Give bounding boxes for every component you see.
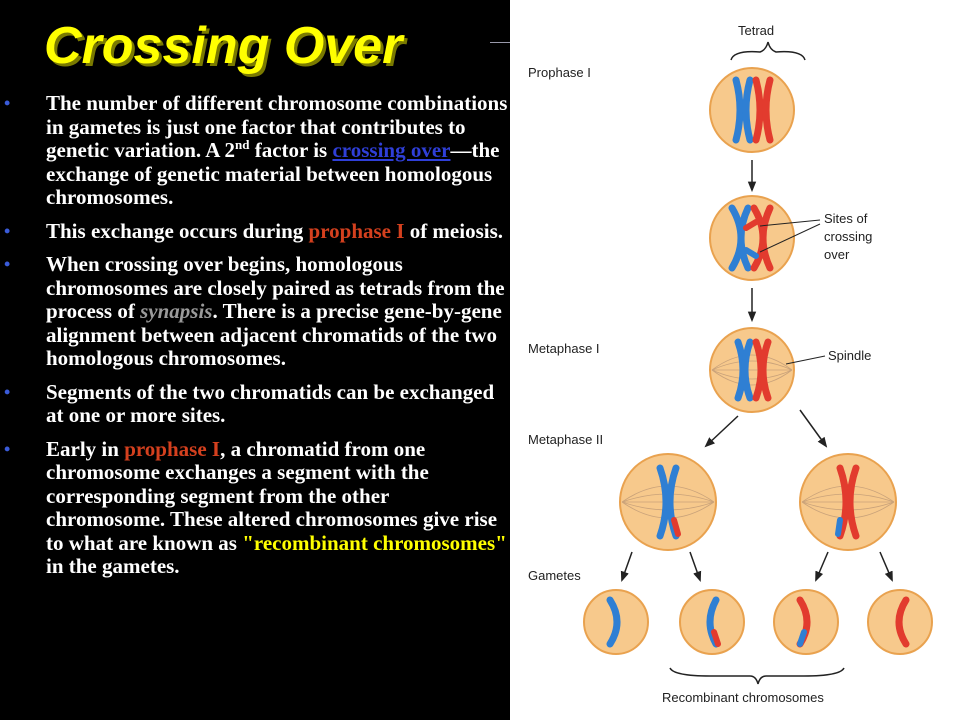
cell-metaphase-2-right xyxy=(799,453,897,551)
arrow-5 xyxy=(620,551,633,582)
gamete-3 xyxy=(773,589,839,655)
bullet-5-highlight-2: "recombinant chromosomes" xyxy=(242,530,507,555)
bullet-1: • The number of different chromosome com… xyxy=(0,91,508,210)
bullet-5-highlight: prophase I xyxy=(124,436,221,461)
label-prophase: Prophase I xyxy=(528,65,591,80)
gamete-4 xyxy=(867,589,933,655)
label-recombinant: Recombinant chromosomes xyxy=(662,690,824,705)
bullet-3: • When crossing over begins, homologous … xyxy=(0,252,508,371)
arrow-6 xyxy=(689,551,702,582)
meiosis-diagram: Tetrad Prophase I Sites of crossing over… xyxy=(528,23,933,705)
bullet-3-highlight: synapsis xyxy=(140,299,213,323)
bullet-marker: • xyxy=(4,381,11,402)
crossing-over-link[interactable]: crossing over xyxy=(332,138,451,162)
label-spindle: Spindle xyxy=(828,348,871,363)
cell-prophase xyxy=(709,67,795,153)
gamete-2 xyxy=(679,589,745,655)
recombinant-bracket xyxy=(669,667,845,685)
arrow-4 xyxy=(799,409,828,448)
label-sites-3: over xyxy=(824,247,850,262)
label-sites-2: crossing xyxy=(824,229,872,244)
bullet-marker: • xyxy=(4,220,11,241)
bullet-4-text: Segments of the two chromatids can be ex… xyxy=(46,379,495,427)
label-metaphase-2: Metaphase II xyxy=(528,432,603,447)
cell-metaphase-2-left xyxy=(619,453,717,551)
label-tetrad: Tetrad xyxy=(738,23,774,38)
pointer-sites-a xyxy=(759,219,821,227)
bullet-2-highlight: prophase I xyxy=(308,218,405,243)
arrow-7 xyxy=(815,551,829,582)
bullet-marker: • xyxy=(4,438,11,459)
bullet-3-text-b: . There is a precise gene-by-gene alignm… xyxy=(46,299,502,370)
cell-crossing-over xyxy=(709,195,795,281)
bullet-5-text-c: in the gametes. xyxy=(46,554,180,578)
arrow-8 xyxy=(879,551,893,582)
bullet-3-text-a: When crossing over begins, homologous ch… xyxy=(46,252,505,323)
bullet-list: • The number of different chromosome com… xyxy=(0,91,508,589)
bullet-2-text-a: This exchange occurs during xyxy=(46,218,309,243)
title-rule xyxy=(490,42,510,43)
bullet-2: • This exchange occurs during prophase I… xyxy=(0,218,508,244)
tetrad-bracket xyxy=(730,41,806,61)
label-sites-1: Sites of xyxy=(824,211,868,226)
bullet-5-text-b: , a chromatid from one chromosome exchan… xyxy=(46,436,498,555)
bullet-marker: • xyxy=(4,93,11,113)
diagram-panel: Tetrad Prophase I Sites of crossing over… xyxy=(510,0,960,720)
arrow-3 xyxy=(704,415,739,448)
bullet-4: • Segments of the two chromatids can be … xyxy=(0,379,508,428)
pointer-sites-b xyxy=(759,223,821,253)
label-gametes: Gametes xyxy=(528,568,581,583)
bullet-5: • Early in prophase I, a chromatid from … xyxy=(0,436,508,579)
bullet-5-text-a: Early in xyxy=(46,436,125,461)
slide-title: Crossing Over xyxy=(44,17,403,75)
gamete-1 xyxy=(583,589,649,655)
bullet-marker: • xyxy=(4,254,11,274)
bullet-2-text-b: of meiosis. xyxy=(404,218,504,243)
bullet-1-text-a: The number of different chromosome combi… xyxy=(46,91,508,162)
bullet-1-text-c: —the exchange of genetic material betwee… xyxy=(46,138,500,209)
bullet-1-sup: nd xyxy=(234,137,250,152)
pointer-spindle xyxy=(785,355,826,365)
bullet-1-text-b: factor is xyxy=(249,138,333,162)
cell-metaphase-1 xyxy=(709,327,795,413)
text-panel: Crossing Over • The number of different … xyxy=(0,17,510,589)
label-metaphase-1: Metaphase I xyxy=(528,341,600,356)
